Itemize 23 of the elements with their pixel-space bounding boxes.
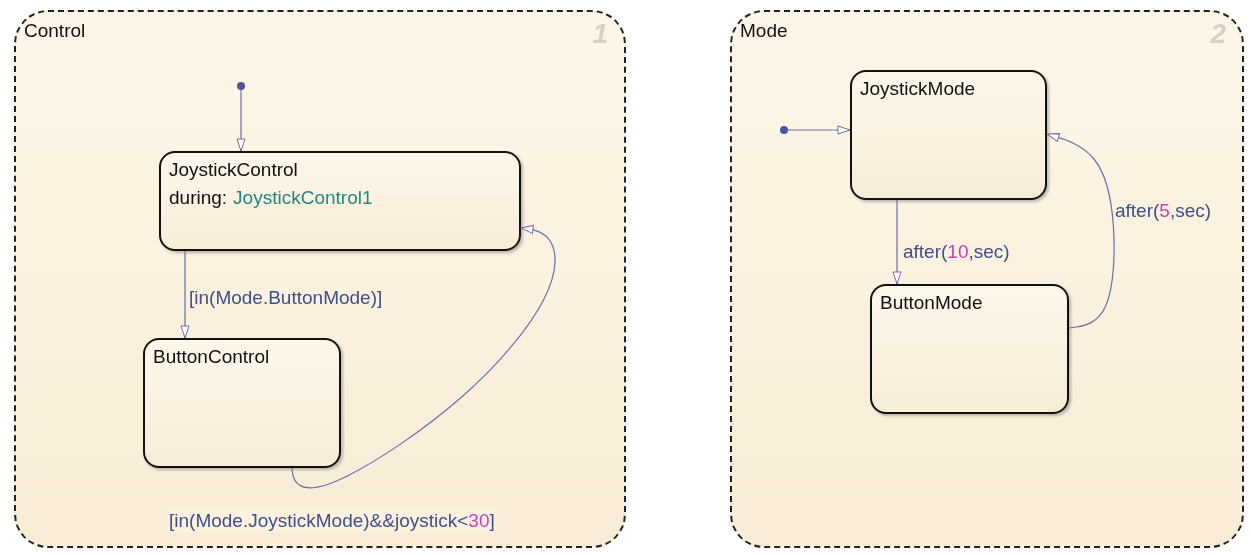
superstate-box bbox=[730, 10, 1244, 548]
transition-arrow bbox=[892, 199, 902, 285]
state-action-keyword: during: bbox=[169, 187, 228, 209]
transition-arrow bbox=[787, 125, 851, 135]
transition-arrow bbox=[236, 89, 246, 152]
superstate-name: Mode bbox=[740, 20, 788, 42]
state-box bbox=[159, 151, 521, 251]
state-action-function: JoystickControl1 bbox=[233, 187, 373, 209]
state-name: JoystickMode bbox=[860, 78, 976, 100]
transition-label: [in(Mode.JoystickMode)&&joystick<30] bbox=[168, 510, 496, 532]
initial-state-dot bbox=[780, 126, 788, 134]
transition-arrow bbox=[1046, 133, 1115, 329]
superstate-box bbox=[14, 10, 626, 548]
initial-state-dot bbox=[237, 82, 245, 90]
transition-arrow bbox=[291, 224, 556, 489]
superstate-name: Control bbox=[24, 20, 86, 42]
transition-arrow bbox=[180, 250, 190, 339]
state-name: JoystickControl bbox=[169, 159, 298, 181]
state-name: ButtonMode bbox=[880, 292, 983, 314]
state-box bbox=[870, 284, 1069, 414]
state-name: ButtonControl bbox=[153, 346, 270, 368]
state-box bbox=[143, 338, 341, 468]
state-box bbox=[850, 70, 1047, 200]
